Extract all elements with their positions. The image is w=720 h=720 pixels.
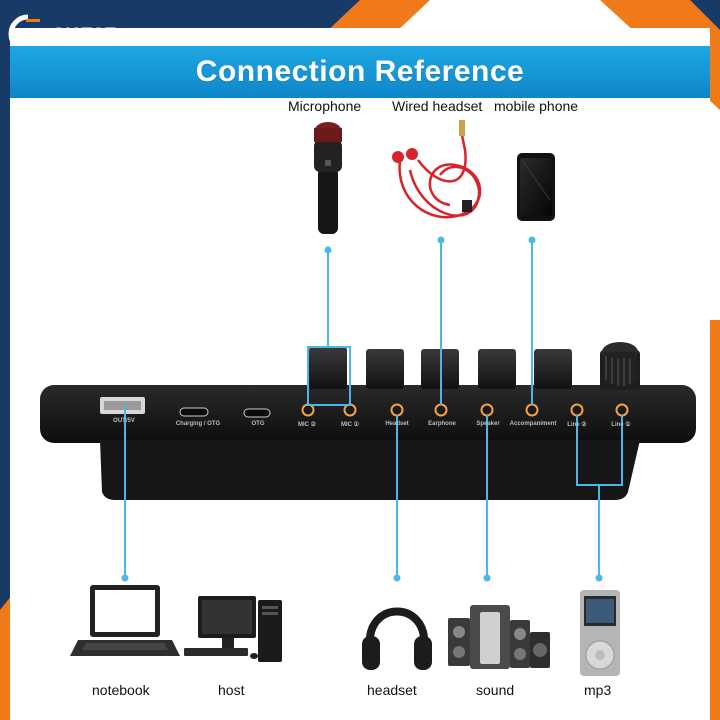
- label-mp3: mp3: [584, 682, 612, 698]
- port-label-headset: Headset: [385, 421, 409, 427]
- headset-icon: [362, 607, 432, 670]
- port-label-usb: OUT/5V: [113, 418, 135, 424]
- label-sound: sound: [476, 682, 515, 698]
- port-label-speaker: Speaker: [476, 421, 500, 427]
- label-headset: headset: [367, 682, 417, 698]
- label-notebook: notebook: [92, 682, 150, 698]
- mixer-base: [100, 440, 640, 500]
- microphone-icon: [314, 122, 342, 234]
- brand-logo: GIATOT.shop: [8, 12, 198, 56]
- connector-lines: [124, 240, 623, 578]
- port-otg: [243, 408, 271, 418]
- port-charging: [179, 407, 209, 417]
- mobile-phone-icon: [517, 153, 555, 221]
- port-label-otg: OTG: [251, 421, 265, 427]
- port-usb: [100, 397, 145, 414]
- host-icon: [184, 596, 282, 662]
- title-banner: Connection Reference: [10, 46, 710, 98]
- label-wired-headset: Wired headset: [392, 98, 483, 114]
- label-host: host: [218, 682, 245, 698]
- page-title: Connection Reference: [195, 55, 525, 88]
- volume-knob: [600, 342, 640, 390]
- port-label-earphone: Earphone: [428, 421, 456, 427]
- label-microphone: Microphone: [288, 98, 362, 114]
- notebook-icon: [70, 585, 180, 656]
- fader-caps: [309, 347, 572, 389]
- wired-headset-icon: [392, 120, 482, 219]
- port-label-line2: Line ②: [567, 422, 587, 428]
- port-label-line1: Line ①: [611, 422, 631, 428]
- mp3-player-icon: [580, 590, 620, 676]
- port-label-accompaniment: Accompaniment: [509, 421, 557, 427]
- label-mobile-phone: mobile phone: [494, 98, 579, 114]
- connector-dots: [121, 236, 603, 582]
- port-label-mic1: MIC ①: [340, 422, 360, 428]
- port-label-mic2: MIC ②: [297, 422, 317, 428]
- port-label-charging: Charging / OTG: [175, 421, 221, 427]
- navy-top-right-corner: [690, 0, 720, 30]
- brand-name: GIATOT.shop: [52, 24, 147, 43]
- sound-speakers-icon: [448, 605, 550, 669]
